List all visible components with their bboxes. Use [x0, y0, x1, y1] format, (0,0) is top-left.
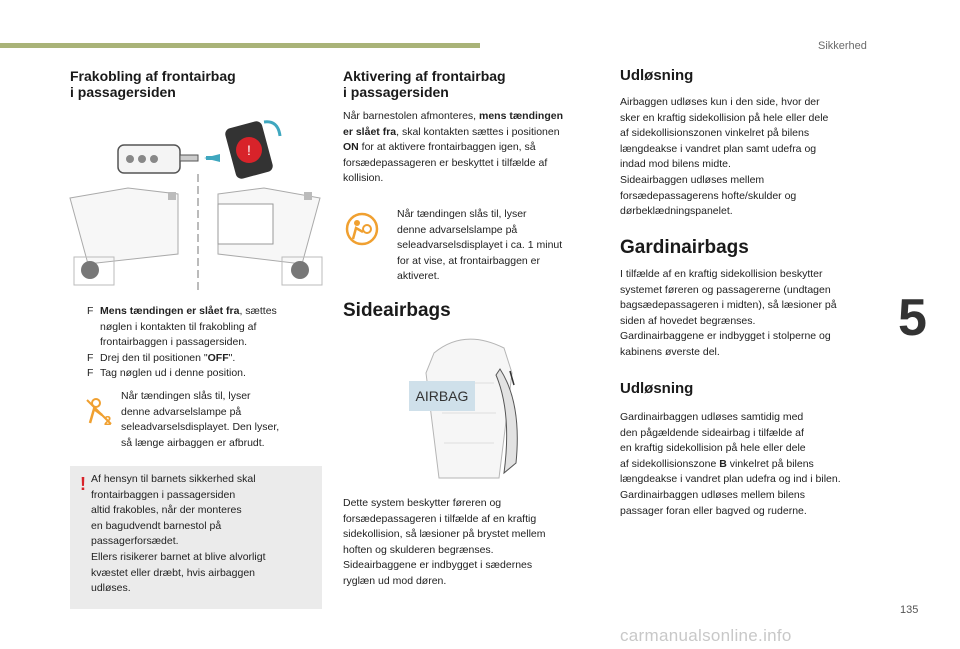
curtain-airbags-title: Gardinairbags: [620, 237, 749, 258]
airbag-off-icon: 2: [86, 398, 112, 427]
airbag-warning-icon: [345, 212, 379, 246]
sideairbags-title: Sideairbags: [343, 300, 451, 321]
section-label: Sikkerhed: [818, 40, 867, 52]
watermark: carmanualsonline.info: [620, 626, 792, 645]
chapter-number: 5: [898, 289, 927, 347]
seat-illustration: AIRBAG: [409, 338, 518, 479]
list-item: F Drej den til positionen "OFF".: [87, 351, 236, 364]
key-icon: [117, 144, 199, 174]
exclamation-icon: !: [80, 474, 86, 494]
airbag-label: AIRBAG: [416, 388, 469, 404]
deployment-title-2: Udløsning: [620, 380, 694, 397]
svg-text:!: !: [247, 142, 251, 158]
list-item: F Tag nøglen ud i denne position.: [87, 367, 246, 380]
page-number: 135: [900, 604, 919, 616]
dashboard-illustration: !: [69, 120, 323, 294]
activation-text: Når barnestolen afmonteres, mens tænding…: [343, 110, 564, 185]
header-accent-bar: [0, 43, 480, 48]
curtain-airbags-text: I tilfælde af en kraftig sidekollision b…: [620, 268, 837, 358]
svg-text:2: 2: [104, 413, 111, 427]
airbag-switch-icon: !: [225, 120, 282, 179]
deployment-text-1: Airbaggen udløses kun i den side, hvor d…: [620, 96, 829, 218]
deployment-title-1: Udløsning: [620, 67, 694, 84]
